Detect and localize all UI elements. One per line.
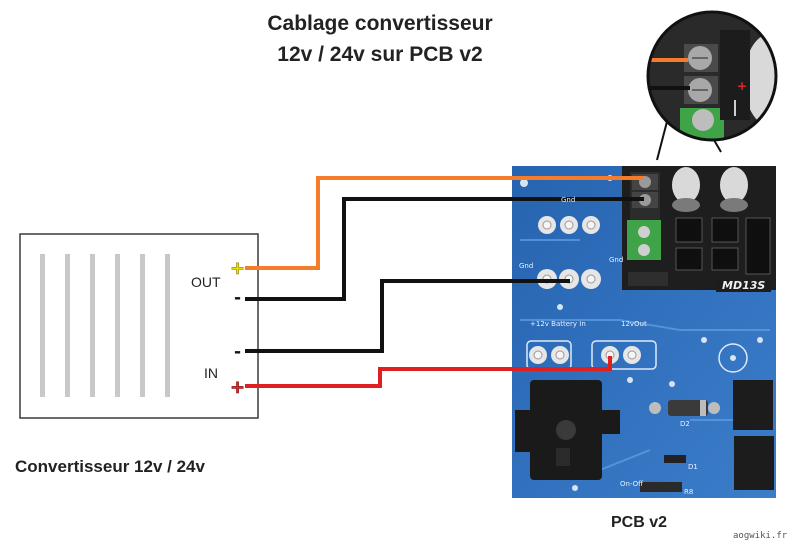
watermark: aogwiki.fr — [733, 531, 788, 541]
wire-in-positive — [245, 356, 612, 388]
silk-d1: D1 — [688, 463, 698, 471]
svg-text:+: + — [737, 79, 747, 93]
silk-r8: R8 — [684, 488, 694, 496]
silk-d2: D2 — [680, 420, 690, 428]
wires — [245, 176, 644, 388]
pcb-label: PCB v2 — [611, 514, 668, 531]
silk-on-off: On-Off — [620, 480, 643, 488]
out-plus-icon: + — [230, 258, 245, 279]
module-label: MD13S — [716, 279, 772, 292]
silk-gnd-right: Gnd — [609, 256, 624, 264]
silk-battery-in: +12v Battery In — [530, 320, 586, 328]
battery-in-pads — [526, 340, 572, 370]
in-minus-icon: - — [234, 342, 241, 362]
in-label: IN — [204, 365, 218, 381]
motor-driver-module — [622, 166, 776, 290]
diagram-title: Cablage convertisseur 12v / 24v sur PCB … — [210, 8, 550, 70]
wire-out-negative — [245, 197, 644, 301]
silk-12v-out: 12vOut — [621, 320, 647, 328]
silk-gnd-top: Gnd — [561, 196, 576, 204]
title-line-1: Cablage convertisseur — [267, 12, 493, 35]
silk-gnd-left: Gnd — [519, 262, 534, 270]
power-connector — [515, 380, 620, 480]
wire-out-positive — [245, 176, 644, 270]
title-line-2: 12v / 24v sur PCB v2 — [277, 43, 483, 66]
out-label: OUT — [191, 274, 221, 290]
in-plus-icon: + — [230, 377, 245, 398]
out-minus-icon: - — [234, 288, 241, 308]
pcb-board — [512, 166, 776, 498]
converter-box — [19, 233, 259, 419]
terminal-markers: + - - + — [230, 258, 246, 399]
diode-d2 — [649, 400, 720, 416]
12v-out-pads — [591, 340, 657, 370]
converter-label: Convertisseur 12v / 24v — [15, 457, 205, 476]
heatsink-fins — [40, 254, 170, 397]
gnd-pads-top — [538, 216, 600, 234]
zoom-inset: + — [646, 10, 778, 142]
wire-in-negative — [245, 279, 570, 353]
